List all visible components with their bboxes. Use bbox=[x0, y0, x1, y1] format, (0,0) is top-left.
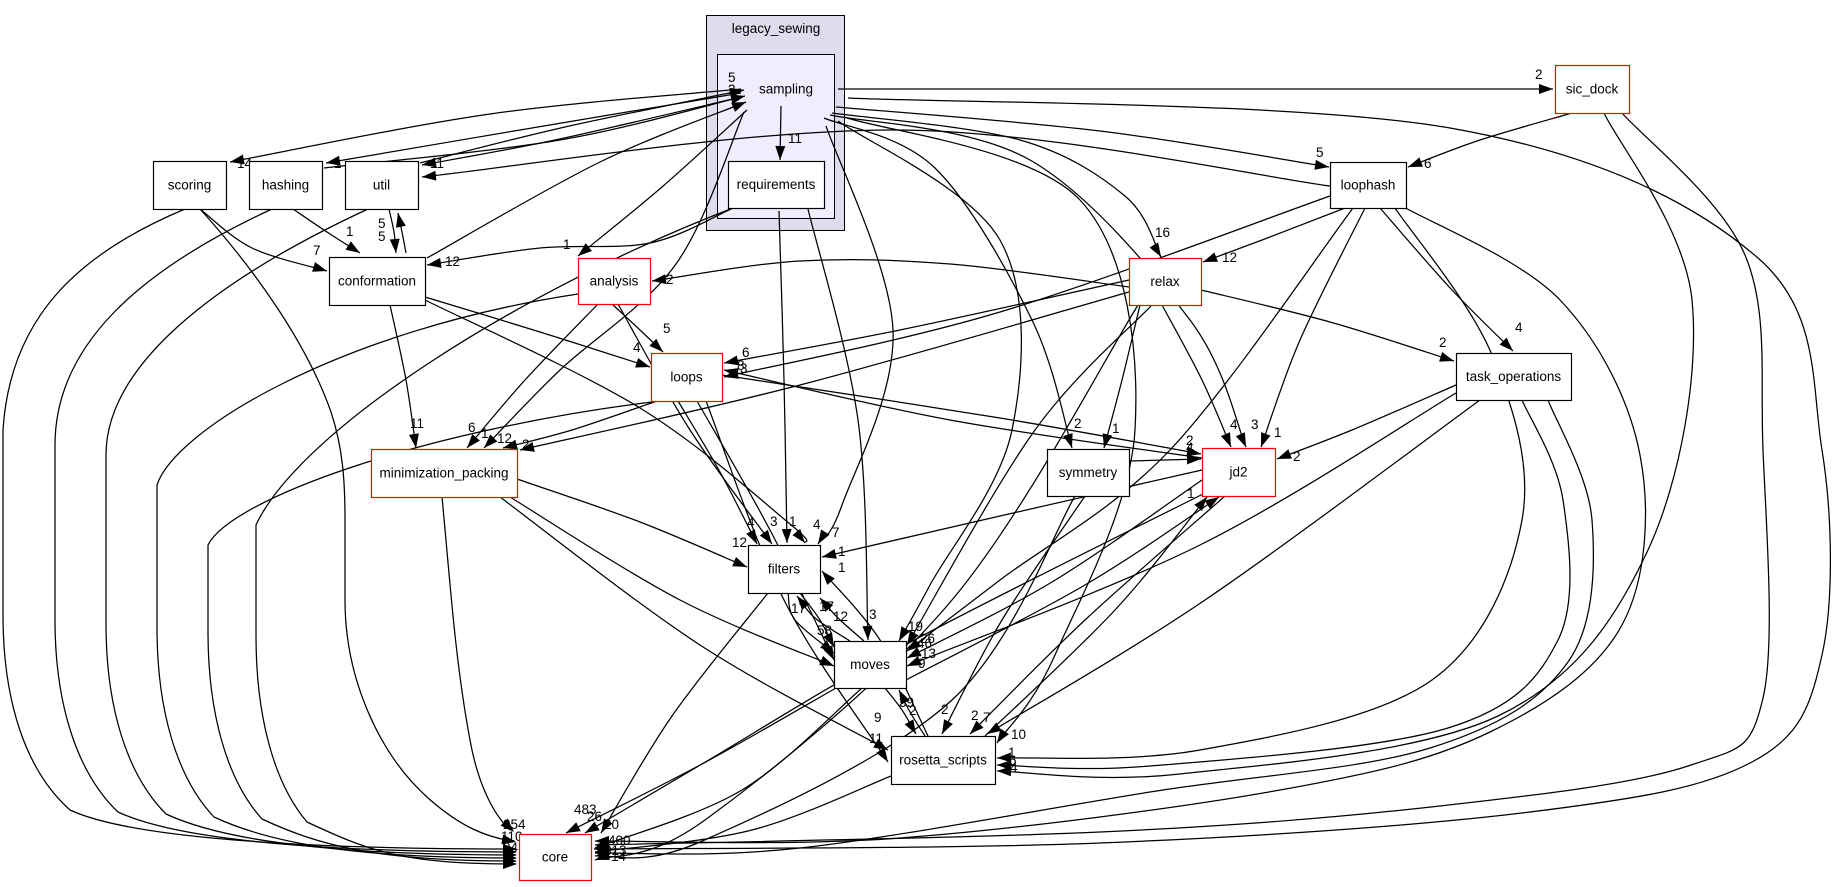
svg-text:8: 8 bbox=[737, 358, 745, 373]
svg-text:2: 2 bbox=[1535, 67, 1543, 82]
svg-text:conformation: conformation bbox=[338, 274, 416, 289]
svg-text:4: 4 bbox=[633, 340, 641, 355]
svg-text:util: util bbox=[373, 178, 390, 193]
svg-text:2: 2 bbox=[522, 437, 530, 452]
svg-text:minimization_packing: minimization_packing bbox=[379, 466, 508, 481]
svg-text:2: 2 bbox=[941, 702, 949, 717]
svg-text:20: 20 bbox=[604, 817, 619, 832]
svg-text:11: 11 bbox=[410, 416, 424, 431]
svg-text:1: 1 bbox=[563, 237, 571, 252]
svg-text:10: 10 bbox=[1011, 727, 1026, 742]
svg-text:loophash: loophash bbox=[1341, 178, 1396, 193]
svg-text:9: 9 bbox=[918, 656, 926, 671]
svg-text:5: 5 bbox=[728, 70, 736, 85]
svg-text:analysis: analysis bbox=[590, 274, 639, 289]
svg-text:7: 7 bbox=[832, 525, 840, 540]
svg-text:filters: filters bbox=[768, 562, 801, 577]
svg-text:400: 400 bbox=[608, 833, 631, 848]
svg-text:12: 12 bbox=[1222, 250, 1237, 265]
svg-text:1: 1 bbox=[1008, 745, 1016, 760]
svg-text:3: 3 bbox=[740, 361, 748, 376]
svg-text:7: 7 bbox=[313, 243, 321, 258]
svg-text:12: 12 bbox=[732, 535, 747, 550]
svg-text:46: 46 bbox=[917, 636, 932, 651]
svg-text:2: 2 bbox=[1439, 335, 1447, 350]
svg-text:5: 5 bbox=[1316, 145, 1324, 160]
svg-text:1: 1 bbox=[1274, 425, 1282, 440]
svg-text:58: 58 bbox=[817, 623, 832, 638]
svg-text:6: 6 bbox=[1009, 753, 1017, 768]
svg-text:2: 2 bbox=[1293, 449, 1301, 464]
svg-text:scoring: scoring bbox=[168, 178, 212, 193]
svg-text:9: 9 bbox=[874, 710, 882, 725]
svg-text:hashing: hashing bbox=[262, 178, 309, 193]
svg-text:1: 1 bbox=[838, 544, 846, 559]
svg-text:19: 19 bbox=[908, 619, 923, 634]
svg-text:4: 4 bbox=[1230, 417, 1238, 432]
svg-text:4: 4 bbox=[813, 517, 821, 532]
svg-text:11: 11 bbox=[430, 156, 444, 171]
svg-text:17: 17 bbox=[819, 599, 834, 614]
svg-text:313: 313 bbox=[604, 843, 627, 858]
svg-text:task_operations: task_operations bbox=[1466, 369, 1562, 384]
svg-text:5: 5 bbox=[378, 229, 386, 244]
svg-text:17: 17 bbox=[791, 601, 806, 616]
svg-text:14: 14 bbox=[611, 849, 627, 864]
svg-text:1: 1 bbox=[1112, 421, 1120, 436]
svg-text:1: 1 bbox=[1187, 486, 1195, 501]
svg-text:2: 2 bbox=[909, 703, 917, 718]
svg-text:483: 483 bbox=[574, 802, 597, 817]
svg-text:1: 1 bbox=[789, 514, 797, 529]
svg-text:jd2: jd2 bbox=[1228, 465, 1247, 480]
svg-text:26: 26 bbox=[587, 809, 602, 824]
svg-text:5: 5 bbox=[378, 216, 386, 231]
svg-text:1: 1 bbox=[334, 156, 342, 171]
svg-text:relax: relax bbox=[1150, 274, 1180, 289]
svg-text:legacy_sewing: legacy_sewing bbox=[732, 21, 821, 36]
svg-text:2: 2 bbox=[666, 272, 674, 287]
svg-text:5: 5 bbox=[663, 321, 671, 336]
svg-text:core: core bbox=[542, 850, 568, 865]
svg-text:1: 1 bbox=[346, 224, 354, 239]
svg-text:6: 6 bbox=[468, 420, 476, 435]
svg-text:3: 3 bbox=[869, 607, 877, 622]
svg-text:6: 6 bbox=[1424, 156, 1432, 171]
svg-text:2: 2 bbox=[1186, 433, 1194, 448]
svg-text:3: 3 bbox=[770, 514, 778, 529]
svg-text:4: 4 bbox=[1010, 760, 1018, 775]
svg-text:rosetta_scripts: rosetta_scripts bbox=[899, 753, 987, 768]
svg-text:moves: moves bbox=[850, 657, 890, 672]
svg-text:requirements: requirements bbox=[737, 177, 816, 192]
svg-text:4: 4 bbox=[1186, 440, 1194, 455]
svg-text:12: 12 bbox=[445, 254, 460, 269]
svg-text:94: 94 bbox=[503, 840, 519, 855]
svg-text:7: 7 bbox=[983, 710, 991, 725]
svg-text:symmetry: symmetry bbox=[1059, 465, 1118, 480]
svg-text:1: 1 bbox=[481, 426, 489, 441]
svg-text:110: 110 bbox=[501, 829, 523, 844]
svg-text:14: 14 bbox=[237, 156, 253, 171]
svg-text:26: 26 bbox=[920, 631, 935, 646]
svg-text:6: 6 bbox=[742, 345, 750, 360]
svg-text:12: 12 bbox=[497, 431, 512, 446]
svg-text:2: 2 bbox=[728, 82, 736, 97]
svg-text:3: 3 bbox=[1251, 417, 1259, 432]
svg-text:loops: loops bbox=[670, 370, 703, 385]
svg-text:1: 1 bbox=[838, 560, 846, 575]
svg-text:4: 4 bbox=[747, 515, 755, 530]
svg-text:13: 13 bbox=[921, 646, 936, 661]
svg-text:11: 11 bbox=[788, 131, 802, 146]
svg-text:2: 2 bbox=[971, 708, 979, 723]
svg-text:254: 254 bbox=[503, 817, 526, 832]
svg-text:16: 16 bbox=[1155, 225, 1170, 240]
svg-text:sampling: sampling bbox=[759, 82, 813, 97]
svg-text:4: 4 bbox=[1515, 320, 1523, 335]
svg-text:39: 39 bbox=[899, 695, 914, 710]
svg-text:sic_dock: sic_dock bbox=[1566, 82, 1619, 97]
svg-text:12: 12 bbox=[833, 609, 848, 624]
svg-text:11: 11 bbox=[869, 731, 883, 746]
svg-text:2: 2 bbox=[1074, 416, 1082, 431]
